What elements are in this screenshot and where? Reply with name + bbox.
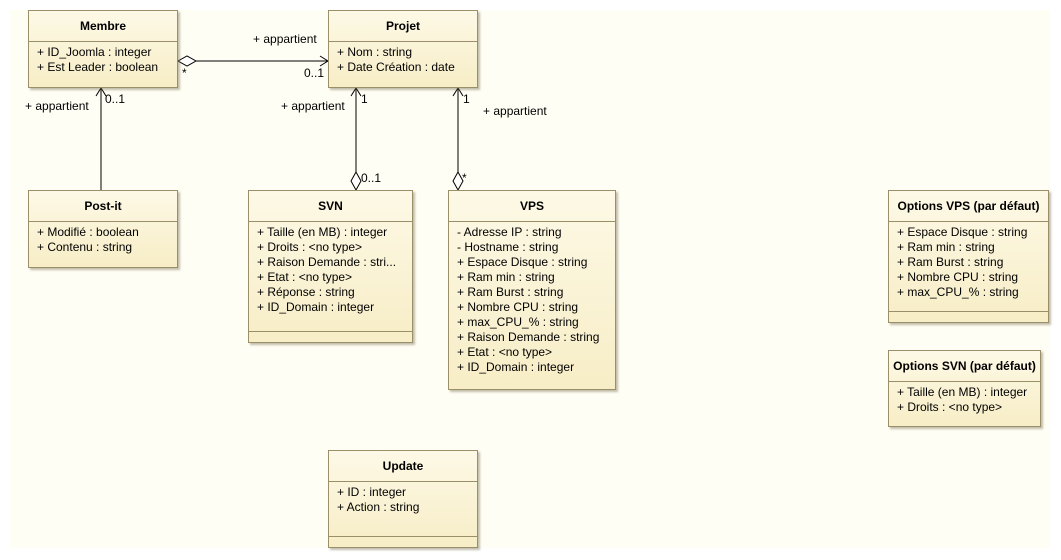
attribute: + Espace Disque : string bbox=[457, 255, 588, 269]
mult-vps-source: * bbox=[462, 171, 467, 185]
attribute: + Etat : <no type> bbox=[457, 345, 553, 359]
class-title: Projet bbox=[329, 11, 477, 42]
attribute-list: + Modifié : boolean + Contenu : string bbox=[29, 222, 177, 259]
operations-divider bbox=[889, 311, 1048, 312]
mult-vps-target: 1 bbox=[463, 92, 470, 106]
attribute: + Nom : string bbox=[337, 45, 413, 59]
attribute: + ID_Domain : integer bbox=[457, 360, 575, 374]
attribute: + Réponse : string bbox=[257, 285, 355, 299]
arrowhead bbox=[95, 87, 107, 97]
role-postit-membre: + appartient bbox=[25, 99, 89, 113]
attribute-list: + ID_Joomla : integer + Est Leader : boo… bbox=[29, 42, 177, 79]
attribute: + Etat : <no type> bbox=[257, 270, 353, 284]
class-title: SVN bbox=[249, 191, 412, 222]
attribute: + Contenu : string bbox=[37, 240, 133, 254]
class-title: Update bbox=[329, 451, 477, 482]
attribute: + Ram min : string bbox=[457, 270, 555, 284]
class-membre[interactable]: Membre + ID_Joomla : integer + Est Leade… bbox=[28, 10, 178, 88]
assoc-svn-projet bbox=[350, 87, 362, 192]
attribute: + Droits : <no type> bbox=[897, 400, 1003, 414]
class-title: Options VPS (par défaut) bbox=[889, 191, 1048, 222]
attribute-list: + Espace Disque : string + Ram min : str… bbox=[889, 222, 1048, 304]
class-svn[interactable]: SVN + Taille (en MB) : integer + Droits … bbox=[248, 190, 413, 343]
class-vps[interactable]: VPS - Adresse IP : string - Hostname : s… bbox=[448, 190, 616, 390]
attribute: + Ram Burst : string bbox=[897, 255, 1004, 269]
attribute: + Date Création : date bbox=[337, 60, 455, 74]
assoc-postit-membre bbox=[95, 87, 107, 190]
class-postit[interactable]: Post-it + Modifié : boolean + Contenu : … bbox=[28, 190, 178, 268]
attribute: + Nombre CPU : string bbox=[897, 270, 1019, 284]
role-vps-projet: + appartient bbox=[483, 104, 547, 118]
attribute-list: + ID : integer + Action : string bbox=[329, 482, 477, 519]
role-membre-projet: + appartient bbox=[253, 32, 317, 46]
class-update[interactable]: Update + ID : integer + Action : string bbox=[328, 450, 478, 548]
attribute: - Adresse IP : string bbox=[457, 225, 562, 239]
attribute: + Taille (en MB) : integer bbox=[257, 225, 388, 239]
attribute: + Taille (en MB) : integer bbox=[897, 385, 1028, 399]
attribute: + Modifié : boolean bbox=[37, 225, 139, 239]
attribute: + ID : integer bbox=[337, 485, 407, 499]
role-svn-projet: + appartient bbox=[281, 99, 345, 113]
attribute: + max_CPU_% : string bbox=[897, 285, 1019, 299]
class-title: Options SVN (par défaut) bbox=[889, 351, 1040, 382]
class-projet[interactable]: Projet + Nom : string + Date Création : … bbox=[328, 10, 478, 88]
aggregation-diamond bbox=[350, 170, 362, 192]
mult-postit-target: 0..1 bbox=[105, 92, 126, 106]
attribute: + Raison Demande : string bbox=[457, 330, 600, 344]
mult-svn-source: 0..1 bbox=[361, 171, 382, 185]
attribute: + ID_Joomla : integer bbox=[37, 45, 152, 59]
attribute: + Droits : <no type> bbox=[257, 240, 363, 254]
operations-divider bbox=[249, 331, 412, 332]
mult-membre-source: * bbox=[182, 66, 187, 80]
attribute: + Est Leader : boolean bbox=[37, 60, 159, 74]
attribute: + Nombre CPU : string bbox=[457, 300, 579, 314]
attribute: + ID_Domain : integer bbox=[257, 300, 375, 314]
mult-projet-target: 0..1 bbox=[304, 66, 325, 80]
attribute-list: + Taille (en MB) : integer + Droits : <n… bbox=[249, 222, 412, 319]
arrowhead bbox=[452, 87, 464, 97]
attribute-list: - Adresse IP : string - Hostname : strin… bbox=[449, 222, 615, 379]
class-title: Membre bbox=[29, 11, 177, 42]
aggregation-diamond bbox=[176, 55, 198, 67]
class-title: Post-it bbox=[29, 191, 177, 222]
attribute-list: + Taille (en MB) : integer + Droits : <n… bbox=[889, 382, 1040, 419]
assoc-membre-projet bbox=[176, 55, 329, 67]
mult-svn-target: 1 bbox=[361, 92, 368, 106]
attribute: + Ram min : string bbox=[897, 240, 995, 254]
class-options-vps[interactable]: Options VPS (par défaut) + Espace Disque… bbox=[888, 190, 1049, 323]
class-title: VPS bbox=[449, 191, 615, 222]
attribute: + Raison Demande : stri... bbox=[257, 255, 397, 269]
class-options-svn[interactable]: Options SVN (par défaut) + Taille (en MB… bbox=[888, 350, 1041, 427]
attribute: - Hostname : string bbox=[457, 240, 559, 254]
operations-divider bbox=[329, 536, 477, 537]
attribute: + Espace Disque : string bbox=[897, 225, 1028, 239]
attribute: + Action : string bbox=[337, 500, 420, 514]
attribute: + Ram Burst : string bbox=[457, 285, 564, 299]
attribute: + max_CPU_% : string bbox=[457, 315, 579, 329]
attribute-list: + Nom : string + Date Création : date bbox=[329, 42, 477, 79]
arrowhead bbox=[350, 87, 362, 97]
